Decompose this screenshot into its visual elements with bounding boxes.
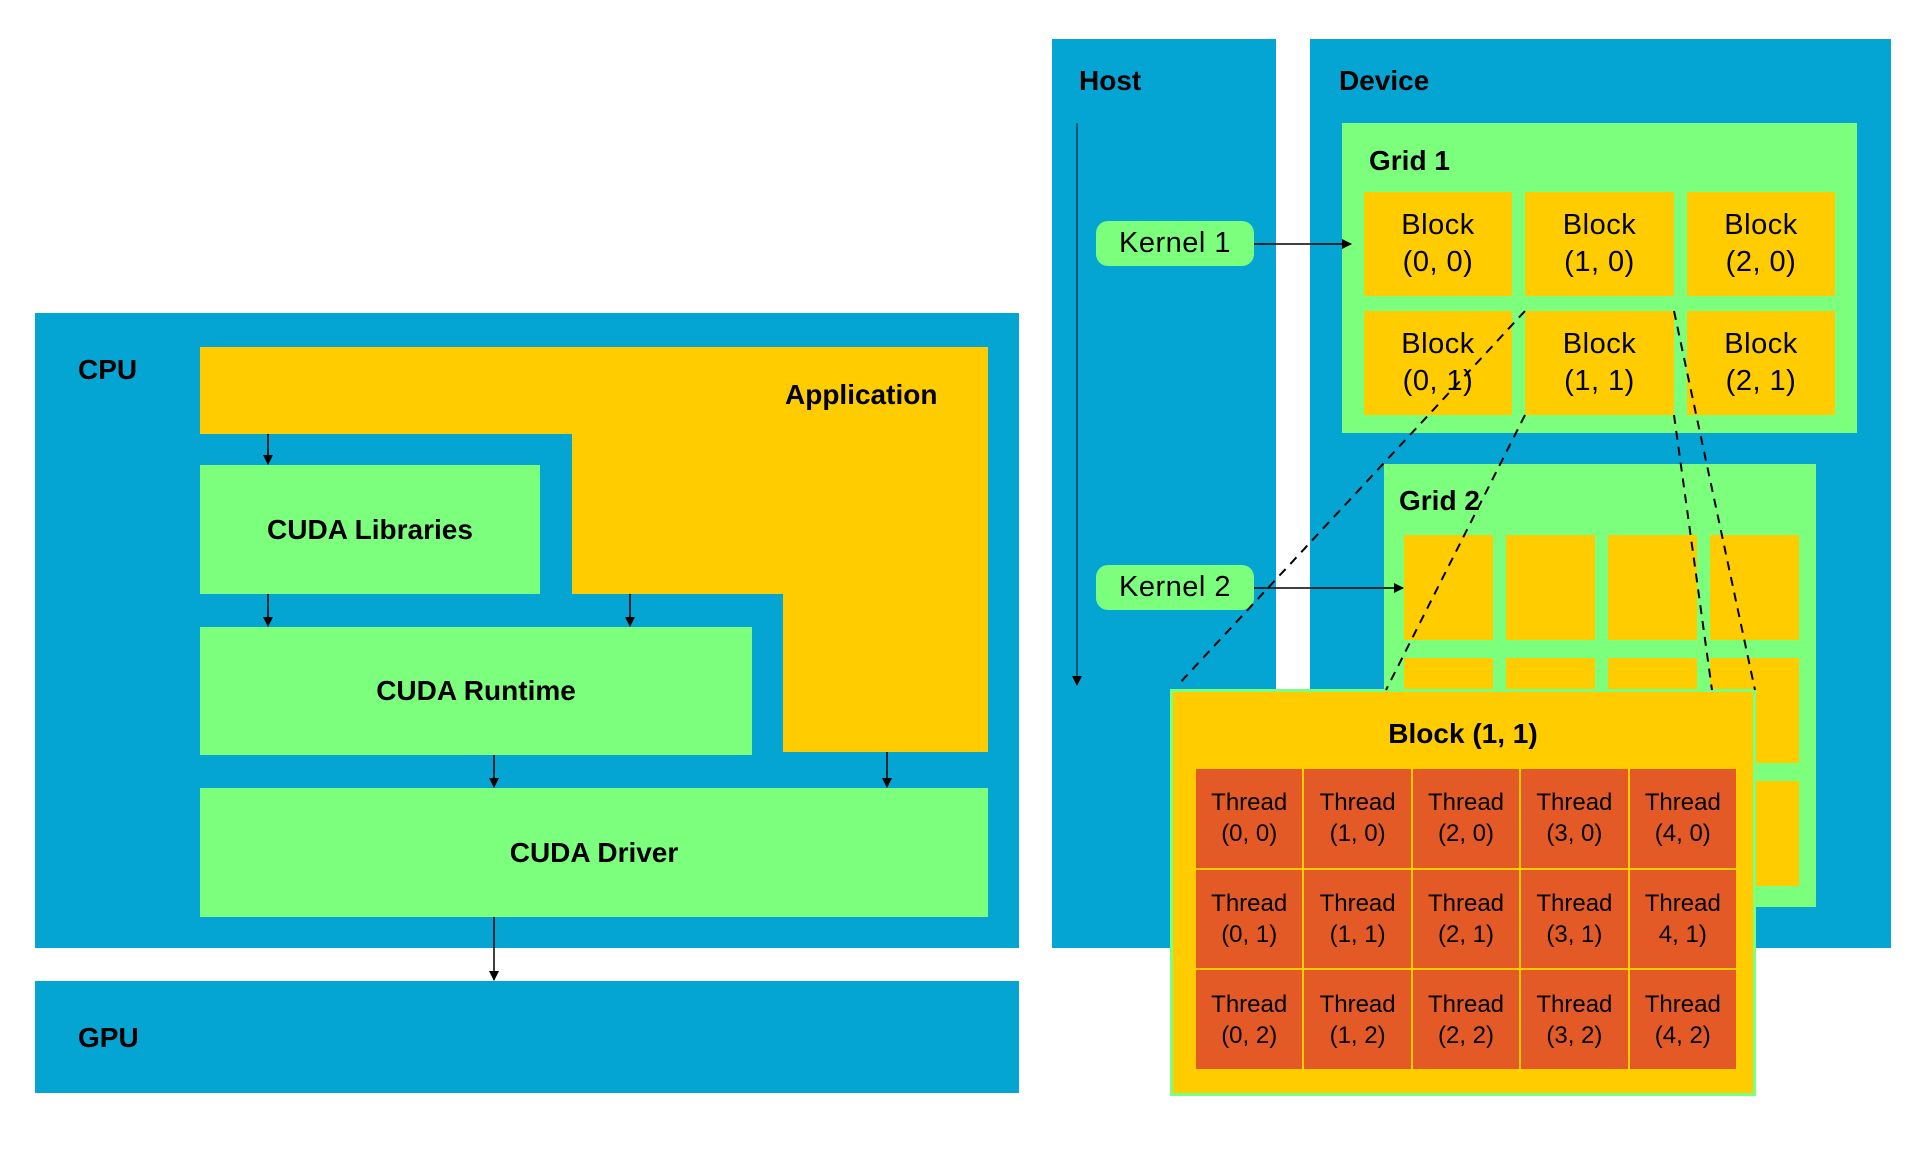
grid2-block	[1506, 535, 1595, 640]
thread-index: 4, 1)	[1658, 920, 1707, 948]
thread-label: Thread	[1427, 990, 1505, 1018]
block-detail-title: Block (1, 1)	[1388, 718, 1538, 749]
thread-index: (0, 1)	[1221, 920, 1278, 948]
thread-label: Thread	[1211, 990, 1288, 1018]
thread-grid: Thread(0, 0)Thread(1, 0)Thread(2, 0)Thre…	[1196, 769, 1736, 1069]
device-label: Device	[1339, 65, 1430, 96]
grid-1-label: Grid 1	[1369, 145, 1450, 176]
thread-cell: Thread (4, 2)	[1629, 970, 1736, 1069]
application-label: Application	[785, 379, 938, 410]
thread-label: Thread	[1319, 990, 1396, 1018]
cuda-runtime-box: CUDA Runtime	[200, 627, 752, 755]
thread-cell: Thread (2, 2)	[1412, 970, 1520, 1069]
block-index: (0, 1)	[1402, 365, 1474, 397]
thread-cell: Thread 4, 1)	[1629, 869, 1736, 969]
grid2-block	[1404, 535, 1493, 640]
thread-cell: Thread (3, 2)	[1521, 970, 1628, 1069]
cpu-label: CPU	[78, 354, 138, 385]
block-index: (2, 0)	[1725, 246, 1797, 278]
kernel-2-pill[interactable]: Kernel 2	[1096, 565, 1254, 610]
grid1-block: Block (2, 1)	[1687, 311, 1835, 415]
block-label: Block	[1724, 209, 1798, 241]
grid1-block: Block (0, 1)	[1364, 311, 1512, 415]
grid1-block: Block (0, 0)	[1364, 192, 1512, 296]
thread-label: Thread	[1644, 990, 1721, 1018]
thread-label: Thread	[1319, 889, 1396, 917]
kernel-2-label: Kernel 2	[1118, 571, 1231, 603]
thread-cell: Thread (3, 0)	[1521, 769, 1628, 868]
thread-cell: Thread (2, 1)	[1412, 869, 1520, 969]
thread-cell: Thread (1, 2)	[1304, 970, 1411, 1069]
thread-label: Thread	[1211, 889, 1288, 917]
grid-2-label: Grid 2	[1399, 485, 1480, 516]
grid1-block: Block (1, 0)	[1525, 192, 1674, 296]
thread-index: (3, 0)	[1546, 820, 1603, 848]
block-index: (1, 0)	[1564, 246, 1635, 278]
thread-index: (3, 2)	[1546, 1021, 1603, 1049]
thread-index: (4, 2)	[1654, 1021, 1711, 1049]
application-box-tail	[783, 347, 988, 752]
cuda-runtime-label: CUDA Runtime	[376, 675, 576, 706]
kernel-1-label: Kernel 1	[1118, 227, 1231, 259]
block-label: Block	[1401, 328, 1475, 360]
block-label: Block	[1401, 209, 1475, 241]
thread-index: (3, 1)	[1546, 920, 1603, 948]
thread-label: Thread	[1644, 889, 1721, 917]
thread-index: (2, 1)	[1437, 920, 1494, 948]
thread-label: Thread	[1536, 789, 1613, 817]
thread-index: (0, 0)	[1221, 820, 1278, 848]
block-label: Block	[1562, 209, 1637, 241]
thread-cell: Thread (2, 0)	[1412, 769, 1520, 868]
thread-index: (0, 2)	[1221, 1021, 1278, 1049]
cuda-libraries-label: CUDA Libraries	[267, 513, 473, 545]
thread-index: (2, 0)	[1437, 820, 1494, 848]
thread-cell: Thread (1, 0)	[1304, 769, 1411, 868]
block-label: Block	[1724, 328, 1798, 360]
thread-cell: Thread (4, 0)	[1629, 769, 1736, 868]
cuda-driver-label: CUDA Driver	[509, 836, 679, 868]
thread-index: (1, 1)	[1329, 920, 1386, 948]
thread-index: (2, 2)	[1437, 1021, 1494, 1049]
kernel-1-pill[interactable]: Kernel 1	[1096, 221, 1254, 266]
cuda-libraries-box: CUDA Libraries	[200, 465, 540, 594]
thread-label: Thread	[1536, 889, 1613, 917]
grid2-block	[1608, 535, 1697, 640]
block-label: Block	[1562, 328, 1637, 360]
block-detail-title-wrap: Block (1, 1)	[1170, 714, 1756, 754]
thread-index: (4, 0)	[1654, 820, 1711, 848]
block-index: (1, 1)	[1564, 365, 1635, 397]
thread-index: (1, 0)	[1329, 820, 1386, 848]
thread-cell: Thread (0, 2)	[1196, 970, 1303, 1069]
grid1-block-selected: Block (1, 1)	[1525, 311, 1674, 415]
gpu-panel	[35, 981, 1019, 1093]
grid2-block	[1710, 535, 1799, 640]
thread-label: Thread	[1644, 789, 1721, 817]
gpu-label: GPU	[78, 1022, 139, 1053]
block-index: (0, 0)	[1402, 246, 1474, 278]
thread-label: Thread	[1536, 990, 1613, 1018]
grid1-block: Block (2, 0)	[1687, 192, 1835, 296]
thread-index: (1, 2)	[1329, 1021, 1386, 1049]
thread-cell: Thread (0, 1)	[1196, 869, 1303, 969]
thread-cell: Thread (3, 1)	[1521, 869, 1628, 969]
thread-cell: Thread (0, 0)	[1196, 769, 1303, 868]
thread-label: Thread	[1427, 789, 1505, 817]
cuda-driver-box: CUDA Driver	[200, 788, 988, 917]
thread-label: Thread	[1211, 789, 1288, 817]
thread-cell: Thread (1, 1)	[1304, 869, 1411, 969]
thread-label: Thread	[1319, 789, 1396, 817]
host-label: Host	[1079, 65, 1142, 96]
block-index: (2, 1)	[1725, 365, 1797, 397]
thread-label: Thread	[1427, 889, 1505, 917]
